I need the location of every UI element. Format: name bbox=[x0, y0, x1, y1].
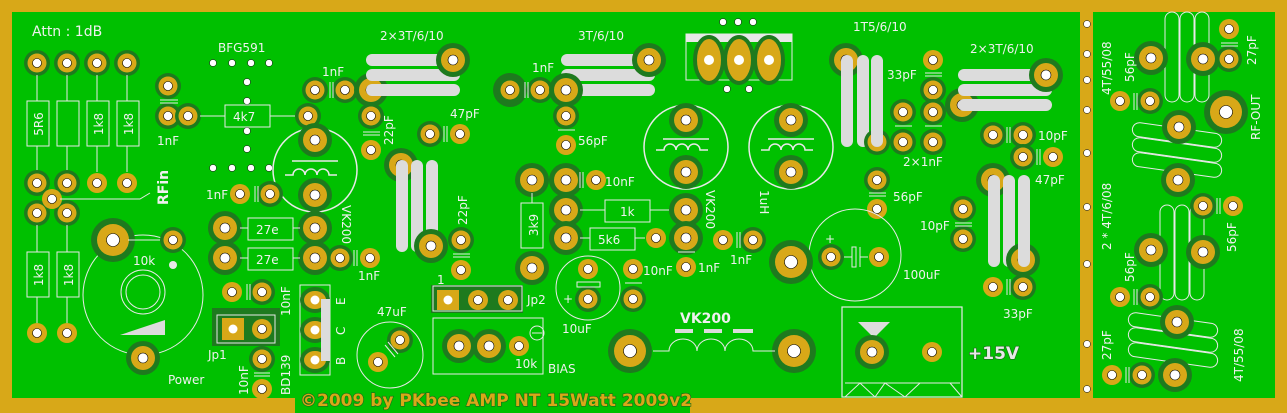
bias-pot-label: 10k bbox=[515, 357, 537, 371]
resistor-1k8-d-label: 1k8 bbox=[62, 264, 76, 286]
cap-56pf-e-label: 56pF bbox=[1123, 252, 1137, 282]
vk200-1-label: VK200 bbox=[339, 205, 353, 244]
cap-1nf-a-label: 1nF bbox=[157, 134, 179, 148]
cap-56pf-a-label: 56pF bbox=[578, 134, 608, 148]
cap-1nf-e-label: 1nF bbox=[532, 61, 554, 75]
cap-1nf-g-label: 1nF bbox=[730, 253, 752, 267]
cap-10pf-b-label: 10pF bbox=[920, 219, 950, 233]
cap-10uf: + bbox=[555, 255, 621, 321]
cap-1nf-d-label: 1nF bbox=[358, 269, 380, 283]
resistor-1k8-b-label: 1k8 bbox=[122, 113, 136, 135]
jumper-jp2[interactable] bbox=[431, 285, 523, 313]
cap-10nf-c-label: 10nF bbox=[605, 175, 635, 189]
lpf-coil-mid-label: 2 * 4T/6/08 bbox=[1100, 183, 1114, 250]
bd139-pin-c: C bbox=[334, 327, 348, 335]
cap-1nf-c-label: 1nF bbox=[206, 188, 228, 202]
resistor-27e-b-label: 27e bbox=[256, 253, 279, 267]
power-voltage-label: +15V bbox=[968, 344, 1020, 364]
cap-33pf-b-label: 33pF bbox=[1003, 307, 1033, 321]
jp2-pin1-label: 1 bbox=[437, 273, 445, 287]
vk200-2-label: VK200 bbox=[703, 190, 717, 229]
cap-56pf-d-label: 56pF bbox=[1225, 222, 1239, 252]
resistor-1k8-c-label: 1k8 bbox=[32, 264, 46, 286]
cap-10nf-a-label: 10nF bbox=[279, 286, 293, 316]
cap-56pf-c-label: 56pF bbox=[1123, 52, 1137, 82]
vk200-choke-label: VK200 bbox=[680, 311, 731, 327]
coil-2x3t-1-label: 2×3T/6/10 bbox=[380, 29, 444, 43]
cap-2x1nf-label: 2×1nF bbox=[903, 155, 943, 169]
cap-47pf-b-label: 47pF bbox=[1035, 173, 1065, 187]
cap-56pf-b-label: 56pF bbox=[893, 190, 923, 204]
bd139-transistor bbox=[299, 284, 331, 376]
cap-1nf-b-label: 1nF bbox=[322, 65, 344, 79]
cap-1nf-f-label: 1nF bbox=[698, 261, 720, 275]
cap-27pf-b-label: 27pF bbox=[1100, 330, 1114, 360]
resistor-1k-label: 1k bbox=[620, 205, 635, 219]
bd139-label: BD139 bbox=[279, 355, 293, 395]
bd139-pin-e: E bbox=[334, 297, 348, 305]
coil-1t5-label: 1T5/6/10 bbox=[853, 20, 907, 34]
resistor-5k6-label: 5k6 bbox=[598, 233, 620, 247]
lpf-filter bbox=[1101, 11, 1249, 393]
power-label: Power bbox=[168, 373, 204, 387]
resistor-4k7-label: 4k7 bbox=[233, 110, 255, 124]
transistor-vk200-2 bbox=[643, 102, 729, 190]
coil-3t bbox=[561, 42, 667, 96]
bias-label: BIAS bbox=[548, 362, 576, 376]
pot-10k-label: 10k bbox=[133, 254, 155, 268]
main-soldermask bbox=[12, 12, 1080, 398]
lpf-coil-bottom-label: 4T/55/08 bbox=[1232, 328, 1246, 382]
cap-22pf-b-label: 22pF bbox=[456, 195, 470, 225]
resistor-1k8-a-label: 1k8 bbox=[92, 113, 106, 135]
cap-47uf-label: 47uF bbox=[377, 305, 407, 319]
cap-10nf-d-label: 10nF bbox=[643, 264, 673, 278]
power-potentiometer[interactable] bbox=[82, 217, 204, 376]
resistor-3k9-label: 3k9 bbox=[527, 214, 541, 236]
coil-1t5 bbox=[828, 42, 891, 156]
coil-2x3t-2-label: 2×3T/6/10 bbox=[970, 42, 1034, 56]
voltage-regulator bbox=[685, 18, 793, 93]
bd139-pin-b: B bbox=[334, 357, 348, 365]
bias-trimmer[interactable] bbox=[432, 317, 545, 375]
coil-vertical-2 bbox=[975, 162, 1041, 278]
power-connector[interactable] bbox=[841, 306, 963, 398]
cap-27pf-a-label: 27pF bbox=[1245, 35, 1259, 65]
cap-10uf-label: 10uF bbox=[562, 322, 592, 336]
lpf-coil-top-label: 4T/55/08 bbox=[1100, 41, 1114, 95]
cap-47uf bbox=[356, 321, 424, 389]
rf-out-label: RF-OUT bbox=[1249, 94, 1263, 140]
coil-2x3t-2 bbox=[944, 57, 1064, 123]
svg-text:+: + bbox=[563, 292, 573, 306]
jumper-jp1[interactable] bbox=[212, 308, 280, 346]
cap-47pf-a-label: 47pF bbox=[450, 107, 480, 121]
copyright-area bbox=[295, 385, 690, 413]
attenuation-label: Attn : 1dB bbox=[32, 24, 102, 40]
transistor-3 bbox=[748, 102, 834, 190]
jp2-label: Jp2 bbox=[526, 293, 546, 307]
inductor-1uh-label: 1uH bbox=[757, 190, 771, 214]
resistor-27e-a-label: 27e bbox=[256, 223, 279, 237]
jp1-label: Jp1 bbox=[207, 348, 227, 362]
coil-2x3t-1 bbox=[366, 42, 471, 96]
resistor-5r6-label: 5R6 bbox=[32, 112, 46, 136]
cap-10nf-b-label: 10nF bbox=[237, 365, 251, 395]
cap-10pf-a-label: 10pF bbox=[1038, 129, 1068, 143]
svg-text:+: + bbox=[825, 232, 835, 246]
cap-100uf-label: 100uF bbox=[903, 268, 941, 282]
copyright-text: ©2009 by PKbee AMP NT 15Watt 2009v2 bbox=[300, 391, 692, 411]
coil-vertical-1 bbox=[383, 147, 449, 264]
coil-3t-label: 3T/6/10 bbox=[578, 29, 624, 43]
cap-33pf-a-label: 33pF bbox=[887, 68, 917, 82]
cap-22pf-a-label: 22pF bbox=[382, 115, 396, 145]
rf-in-label: RFin bbox=[156, 170, 172, 205]
bfg591-label: BFG591 bbox=[218, 41, 265, 55]
vk200-choke bbox=[607, 328, 817, 374]
